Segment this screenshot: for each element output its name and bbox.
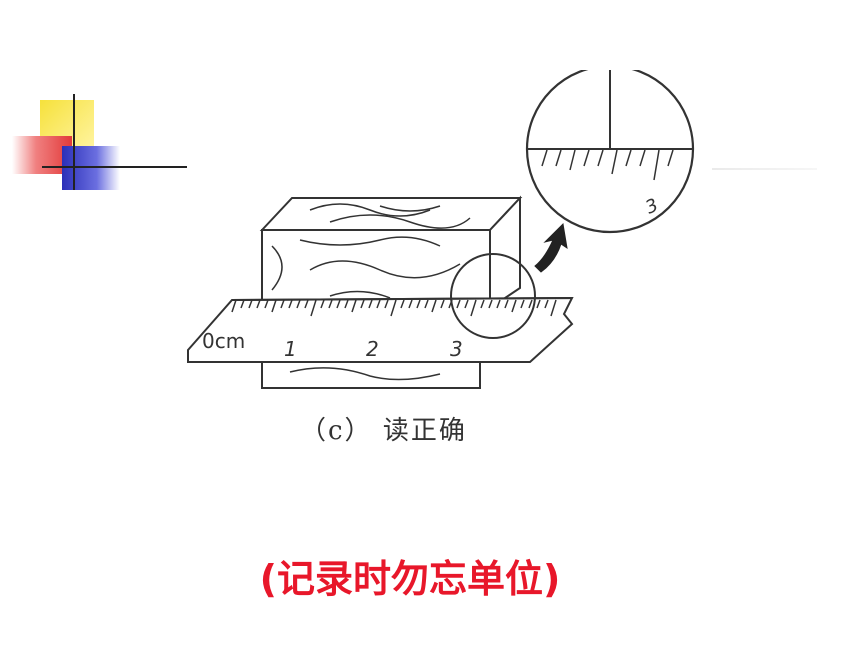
arrow-icon	[534, 222, 568, 273]
wood-block-bottom	[261, 359, 481, 389]
ruler-measurement-illustration: 0cm 1 2 3 3	[187, 70, 695, 389]
ruler-ticks	[231, 299, 557, 317]
decor-faint-line	[712, 168, 817, 170]
reminder-note: (记录时勿忘单位)	[259, 557, 561, 601]
decor-horizontal-line	[42, 166, 187, 168]
ruler-body	[187, 296, 574, 363]
ruler-number-2: 2	[366, 337, 379, 361]
decor-vertical-line	[73, 94, 75, 190]
wood-block-side	[489, 195, 521, 310]
figure-caption: （c） 读正确	[300, 416, 467, 446]
ruler-unit-label: 0cm	[202, 329, 245, 353]
ruler-number-1: 1	[284, 337, 297, 361]
ruler-number-3: 3	[450, 337, 463, 361]
wood-block-top	[259, 197, 523, 231]
decor-blue-square	[62, 146, 120, 190]
magnifier-small-circle	[450, 253, 536, 339]
